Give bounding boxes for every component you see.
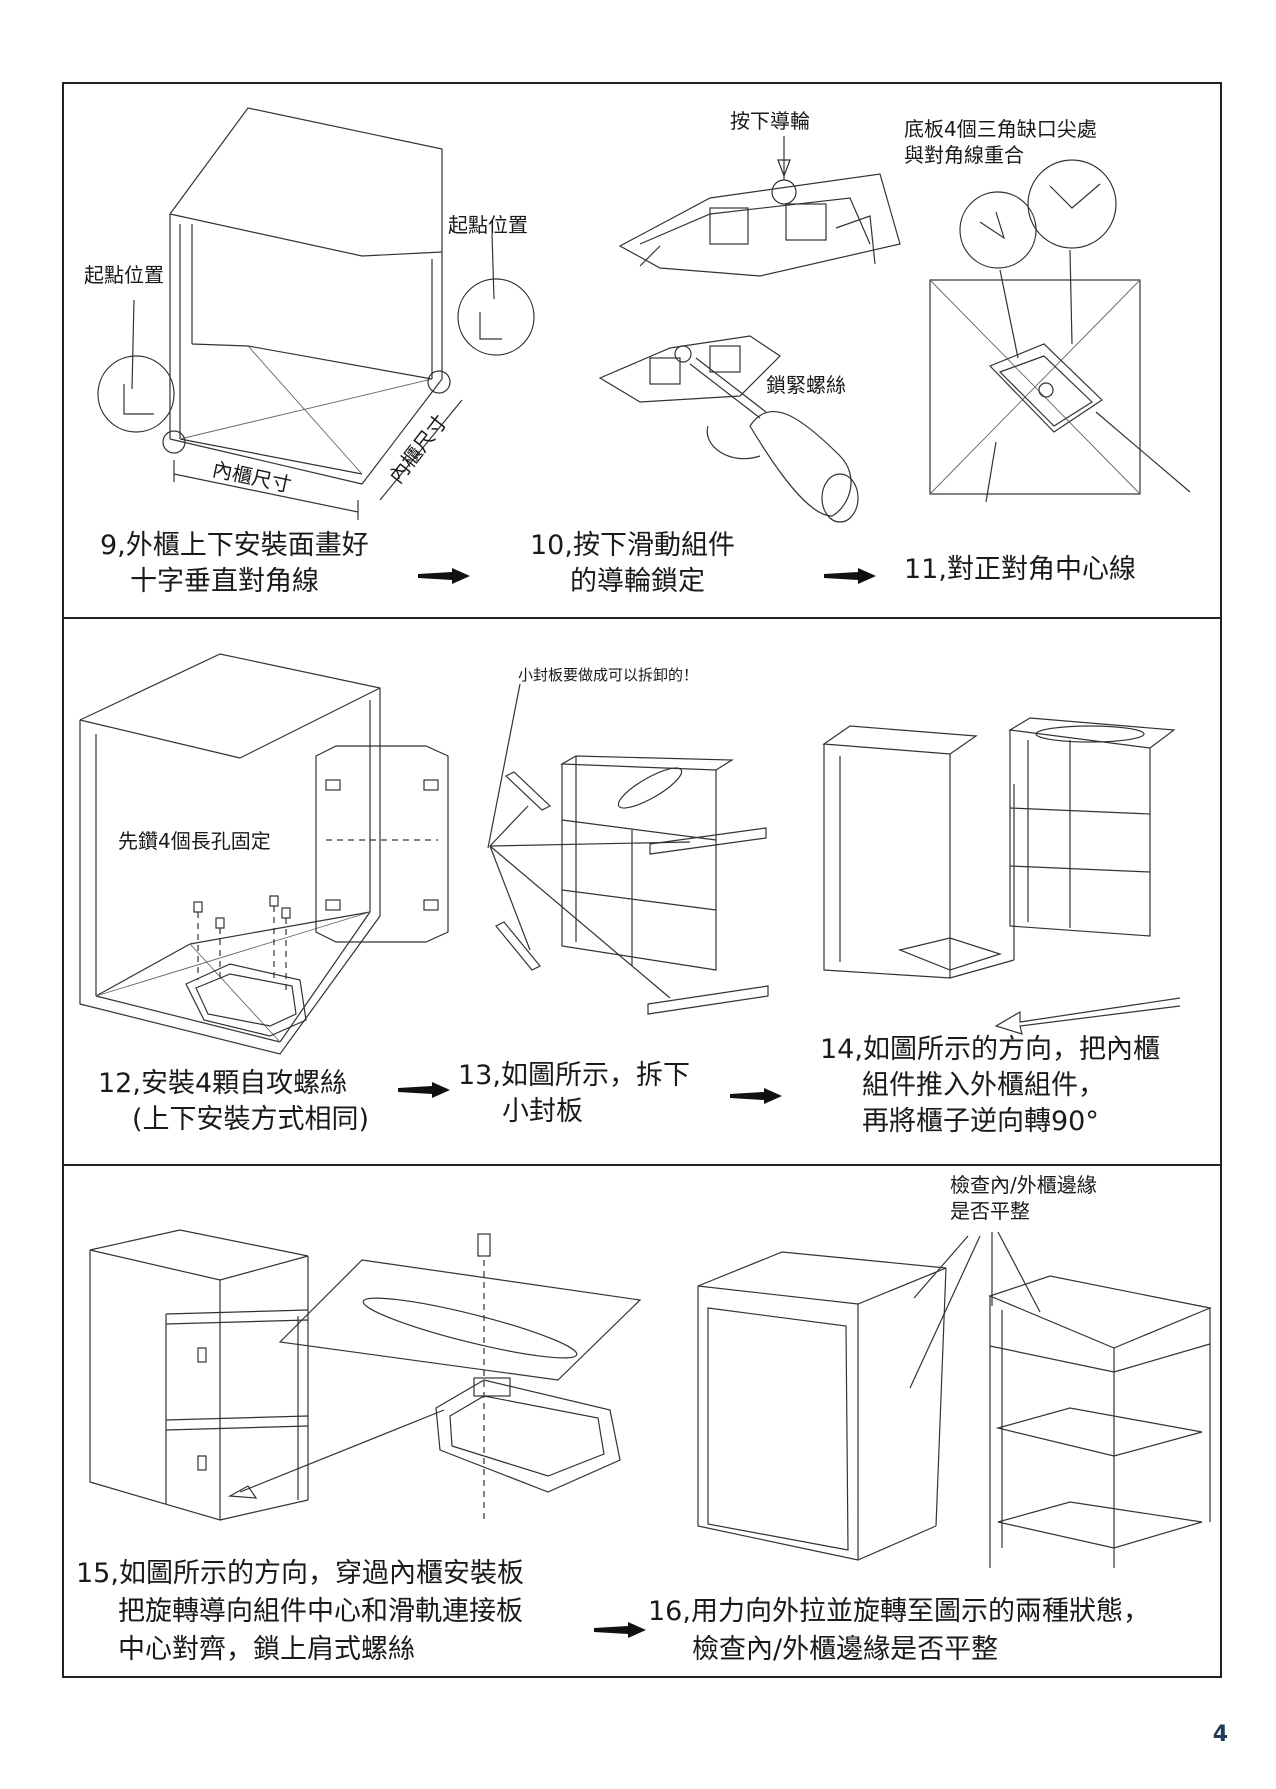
step10-caption-line2: 的導輪鎖定 — [570, 566, 705, 597]
step16-caption-line2: 檢查內/外櫃邊緣是否平整 — [692, 1634, 999, 1665]
notch-note-line1: 底板4個三角缺口尖處 — [904, 117, 1097, 141]
step11-illustration: 底板4個三角缺口尖處 與對角線重合 — [900, 112, 1210, 532]
tighten-screw-label: 鎖緊螺絲 — [766, 373, 846, 397]
step9-illustration: 起點位置 起點位置 內櫃尺寸 內櫃尺寸 — [62, 84, 535, 524]
step15-caption-line2: 把旋轉導向組件中心和滑軌連接板 — [118, 1596, 523, 1627]
step14-caption-line1: 14,如圖所示的方向，把內櫃 — [820, 1034, 1160, 1065]
step9-caption-line2: 十字垂直對角線 — [130, 566, 319, 597]
start-point-label-left: 起點位置 — [84, 263, 164, 287]
step14-caption-line3: 再將櫃子逆向轉90° — [862, 1106, 1099, 1137]
next-arrow-icon — [730, 1088, 782, 1104]
start-point-label-right: 起點位置 — [448, 213, 528, 237]
step16-caption-line1: 16,用力向外拉並旋轉至圖示的兩種狀態， — [648, 1596, 1150, 1627]
step16-illustration: 檢查內/外櫃邊緣 是否平整 — [690, 1173, 1220, 1568]
magnifier-circle-icon — [97, 355, 175, 433]
row-divider-2 — [62, 1164, 1222, 1166]
step15-illustration — [80, 1220, 642, 1521]
step14-caption-line2: 組件推入外櫃組件， — [862, 1070, 1105, 1101]
step10-caption-line1: 10,按下滑動組件 — [530, 530, 735, 561]
instruction-frame — [62, 82, 1222, 1678]
press-wheel-label: 按下導輪 — [730, 109, 810, 133]
check-note-line1: 檢查內/外櫃邊緣 — [950, 1173, 1097, 1197]
next-arrow-icon — [398, 1082, 450, 1098]
step12-caption-line1: 12,安裝4顆自攻螺絲 — [98, 1068, 348, 1099]
check-note-line2: 是否平整 — [950, 1199, 1030, 1223]
row-divider-1 — [62, 617, 1222, 619]
step10-illustration: 按下導輪 鎖緊螺絲 — [598, 96, 930, 536]
screw-icon — [193, 895, 291, 990]
removable-note-label: 小封板要做成可以拆卸的！ — [518, 666, 699, 684]
page-number: 4 — [1212, 1722, 1228, 1747]
step9-caption-line1: 9,外櫃上下安裝面畫好 — [100, 530, 369, 561]
step14-illustration — [820, 700, 1200, 1035]
step11-caption: 11,對正對角中心線 — [904, 554, 1136, 585]
next-arrow-icon — [594, 1622, 646, 1638]
step13-caption-line1: 13,如圖所示，拆下 — [458, 1060, 690, 1091]
step15-caption-line1: 15,如圖所示的方向，穿過內櫃安裝板 — [76, 1558, 524, 1589]
step13-caption-line2: 小封板 — [502, 1096, 583, 1127]
step13-illustration: 小封板要做成可以拆卸的！ — [480, 666, 780, 1040]
screwdriver-icon — [689, 357, 859, 523]
step12-illustration: 先鑽4個長孔固定 — [70, 650, 470, 1060]
notch-note-line2: 與對角線重合 — [904, 143, 1024, 167]
step15-caption-line3: 中心對齊，鎖上肩式螺絲 — [118, 1634, 415, 1665]
next-arrow-icon — [418, 568, 470, 584]
next-arrow-icon — [824, 568, 876, 584]
drill-note-label: 先鑽4個長孔固定 — [118, 829, 271, 853]
step12-caption-line2: (上下安裝方式相同) — [132, 1104, 370, 1135]
